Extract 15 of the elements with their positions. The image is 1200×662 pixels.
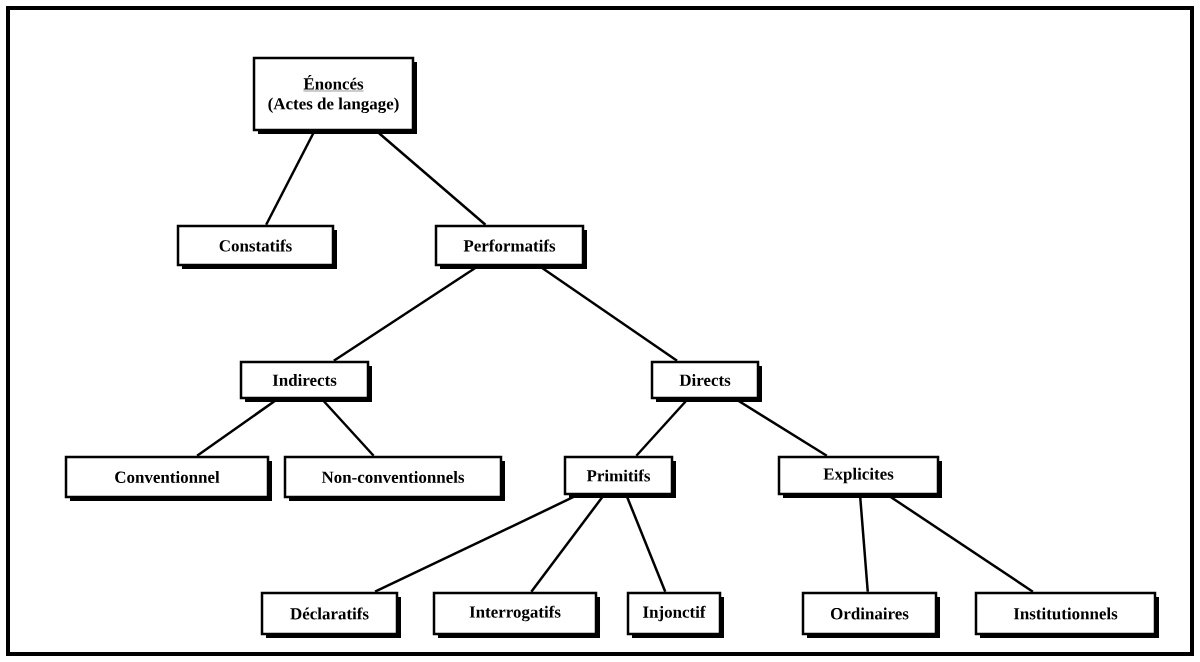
category-box: Performatifs (434, 224, 587, 269)
category-box: Non-conventionnels (283, 455, 505, 501)
category-box: Ordinaires (801, 591, 940, 638)
category-box: Directs (650, 360, 762, 402)
category-box: Énoncés (Actes de langage) (252, 56, 417, 134)
category-box: Déclaratifs (260, 591, 401, 638)
category-box: Interrogatifs (432, 591, 600, 638)
category-box: Constatifs (176, 224, 337, 269)
category-box: Conventionnel (64, 455, 272, 501)
category-box: Explicites (777, 455, 942, 498)
category-box: Institutionnels (974, 591, 1159, 638)
connector-line (858, 495, 869, 592)
category-box: Indirects (239, 360, 372, 402)
category-box: Injonctif (626, 591, 724, 638)
category-box: Primitifs (563, 455, 676, 498)
